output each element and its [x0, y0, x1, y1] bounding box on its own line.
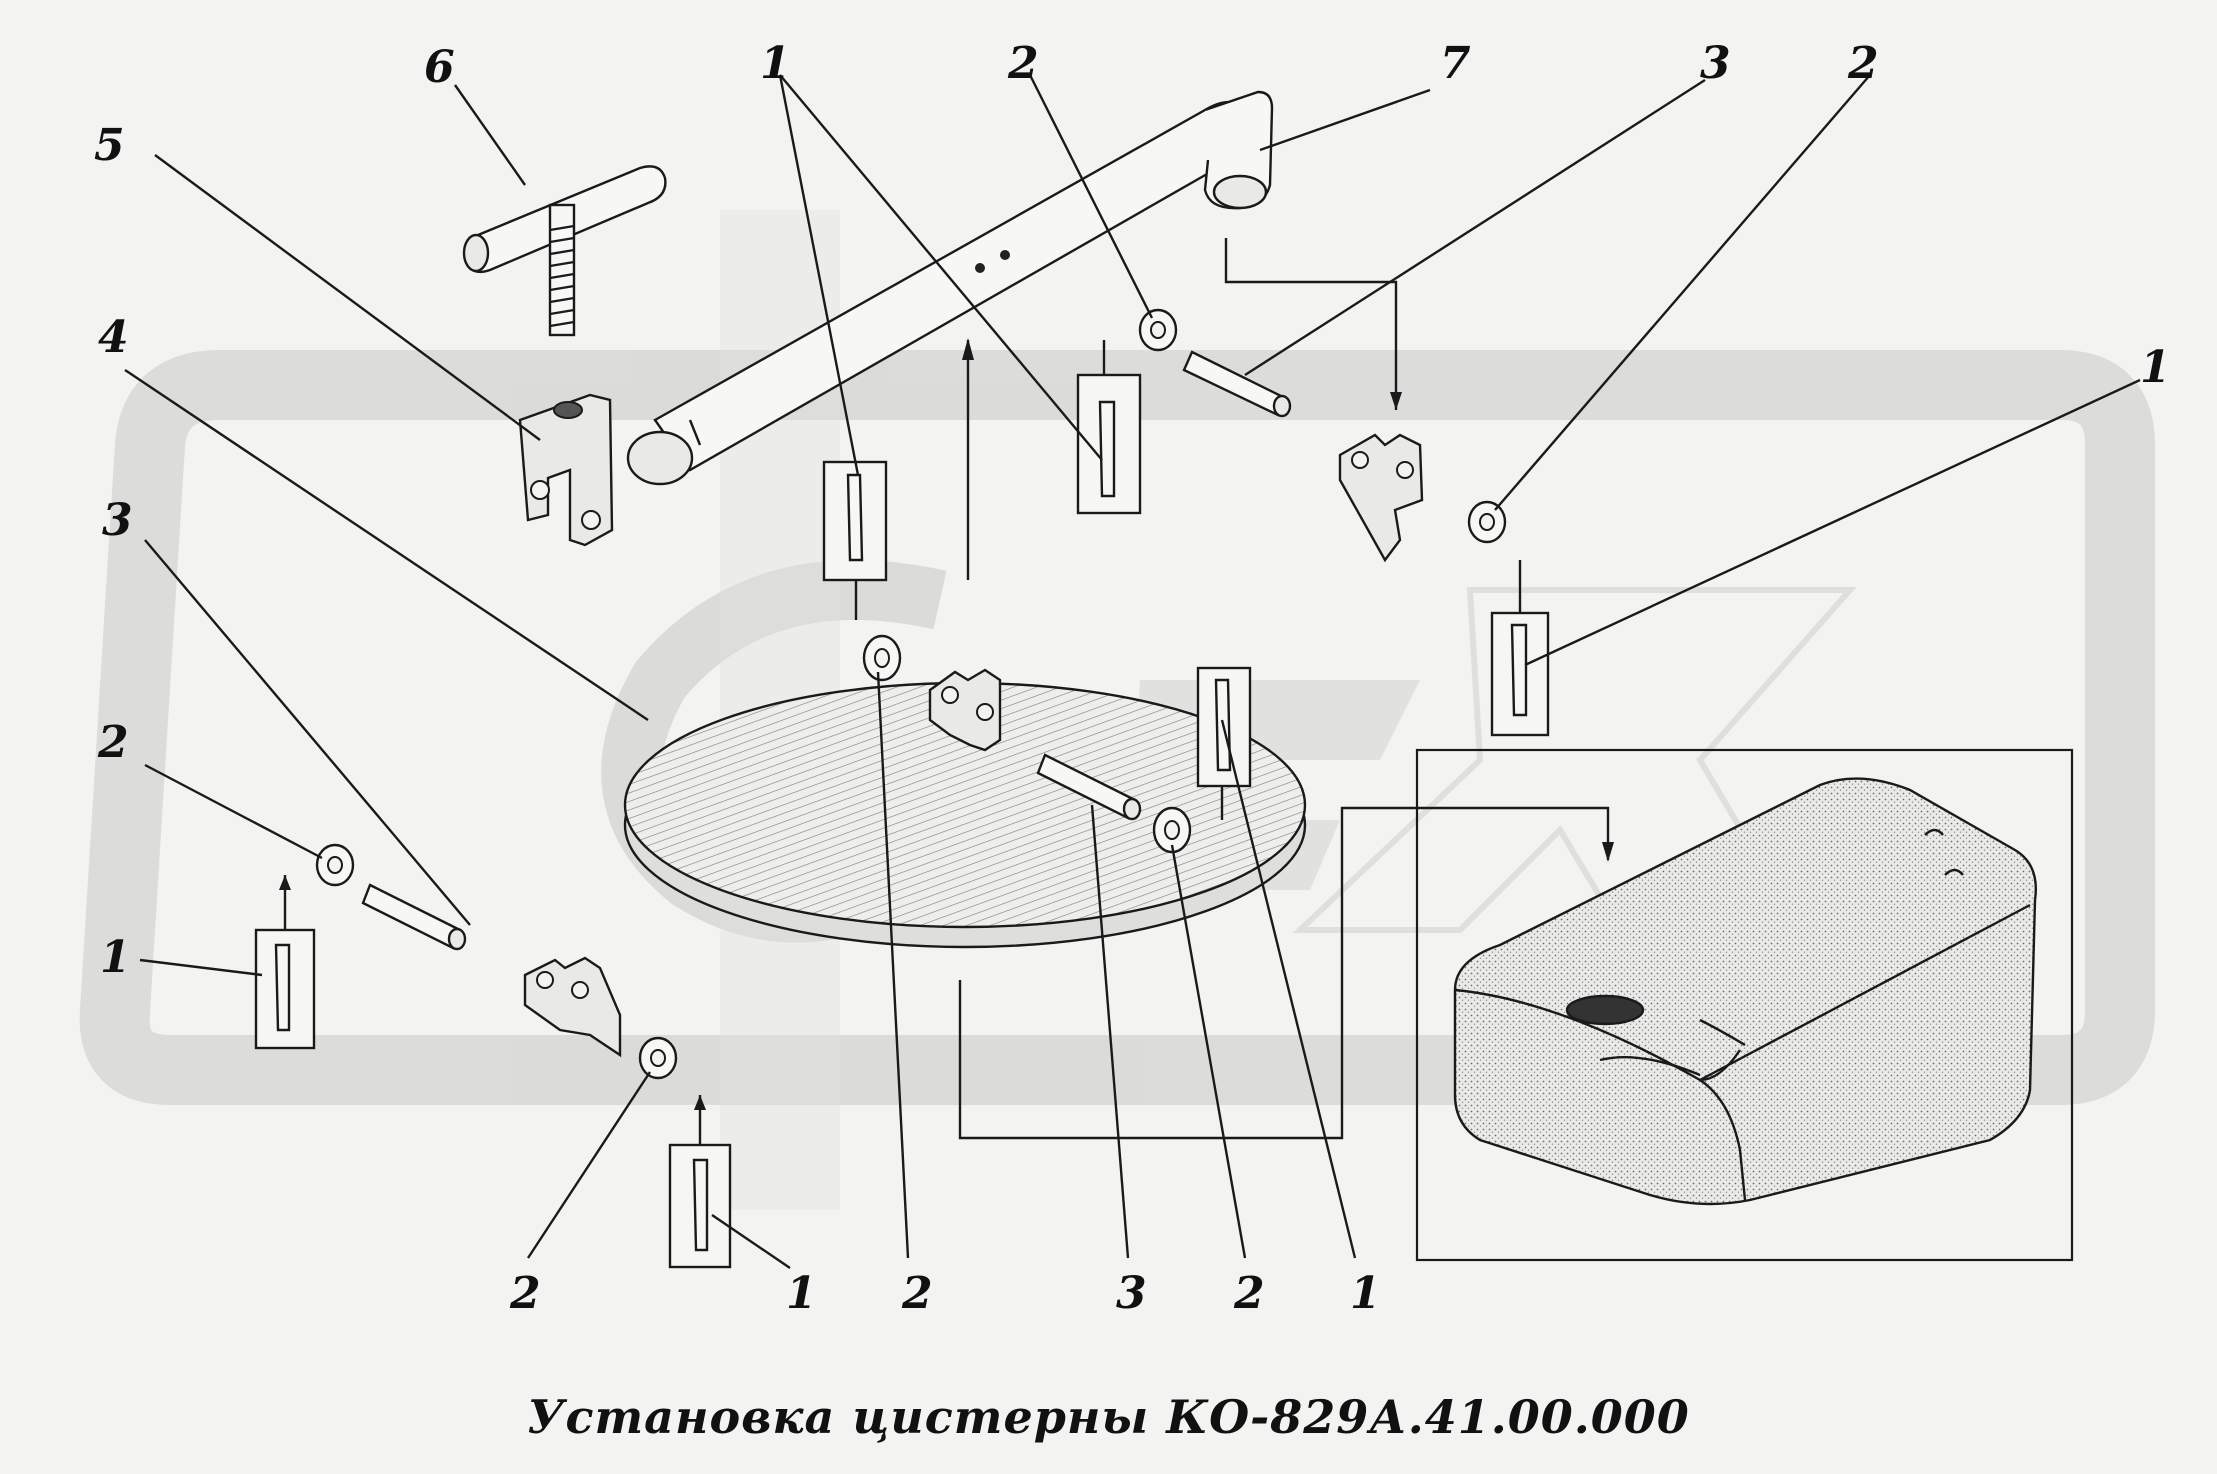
- axle-pins-part-3: [361, 350, 1292, 951]
- callout-3-top: 3: [1700, 38, 1731, 89]
- assembly-arrows: [279, 238, 1614, 1145]
- callout-numbers: 6 5 4 3 2 1 1 2 7 3 2 1 2 1 2 3 2 1: [94, 38, 2171, 1319]
- callout-2-bottom-c: 2: [1233, 1268, 1265, 1319]
- callout-7: 7: [1440, 38, 1471, 89]
- callout-1-bottom-b: 1: [1350, 1268, 1381, 1319]
- washers-part-2: [315, 308, 1507, 1080]
- bracket-top-right: [1338, 433, 1424, 563]
- bracket-on-plate: [928, 668, 1002, 752]
- bracket-part-5: [518, 393, 614, 547]
- plate-part-4: [623, 681, 1307, 949]
- callout-1-right: 1: [2140, 342, 2171, 393]
- callout-2-bottom-a: 2: [509, 1268, 541, 1319]
- callout-2-top: 2: [1007, 38, 1039, 89]
- callout-2-left: 2: [97, 717, 129, 768]
- bracket-bottom-left: [523, 956, 622, 1058]
- tank: [1415, 748, 2074, 1262]
- callout-2-bottom-b: 2: [901, 1268, 933, 1319]
- cotter-pins-part-1: [254, 373, 1550, 1269]
- callout-1-bottom-a: 1: [786, 1268, 817, 1319]
- callout-1-top: 1: [760, 38, 791, 89]
- callout-3-bottom: 3: [1116, 1268, 1147, 1319]
- callout-1-left: 1: [100, 932, 131, 983]
- drawing-title: Установка цистерны КО-829А.41.00.000: [527, 1390, 1690, 1444]
- t-bolt-part-6: [462, 165, 667, 337]
- rod-part-7: [626, 90, 1274, 486]
- tank-detail-frame: [1415, 748, 2074, 1262]
- callout-4: 4: [98, 312, 129, 363]
- callout-2-top-right: 2: [1847, 38, 1879, 89]
- callout-3-left: 3: [102, 495, 133, 546]
- leader-lines: [124, 74, 2141, 1269]
- callout-5: 5: [94, 120, 125, 171]
- callout-6: 6: [424, 42, 455, 93]
